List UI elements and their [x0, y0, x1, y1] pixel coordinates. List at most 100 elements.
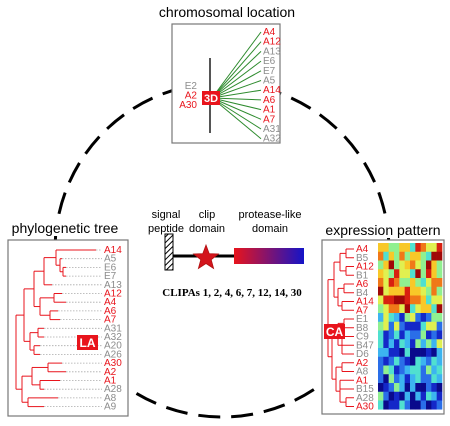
- heatmap-cell: [415, 383, 421, 393]
- heatmap-cell: [394, 383, 400, 393]
- heatmap-cell: [410, 348, 416, 358]
- clip-domain-star: [192, 243, 220, 270]
- heatmap-cell: [394, 269, 400, 279]
- expression-leaf-label: A7: [356, 305, 369, 316]
- heatmap-cell: [410, 330, 416, 340]
- heatmap-cell: [410, 374, 416, 384]
- protease-domain-label-line1: protease-like: [239, 209, 302, 221]
- heatmap-cell: [436, 260, 443, 270]
- heatmap-cell: [378, 278, 384, 288]
- phylogenetic-leaf-label: A26: [104, 349, 122, 360]
- heatmap-cell: [383, 321, 389, 331]
- heatmap-cell: [420, 391, 427, 401]
- heatmap-cell: [415, 365, 421, 375]
- heatmap-cell: [426, 400, 432, 410]
- heatmap-cell: [388, 295, 395, 305]
- heatmap-cell: [426, 260, 432, 270]
- expression-leaf-label: B4: [356, 288, 369, 299]
- heatmap-cell: [415, 313, 421, 323]
- heatmap-cell: [383, 356, 389, 366]
- heatmap-cell: [410, 304, 416, 314]
- heatmap-cell: [383, 286, 389, 296]
- phylogenetic-leaf-label: A13: [104, 280, 122, 291]
- heatmap-cell: [394, 356, 400, 366]
- heatmap-cell: [436, 269, 443, 279]
- heatmap-cell: [436, 251, 443, 261]
- heatmap-cell: [410, 313, 416, 323]
- expression-leaf-label: A8: [356, 367, 369, 378]
- heatmap-cell: [431, 383, 437, 393]
- expression-leaf-label: A4: [356, 244, 369, 255]
- chromosomal-location-title: chromosomal location: [159, 4, 295, 20]
- chromosome-right-label: A32: [263, 134, 281, 145]
- heatmap-cell: [399, 391, 405, 401]
- heatmap-cell: [415, 374, 421, 384]
- expression-leaf-labels: A4B5A12B1A6B4A14A7E1B8C9B47D6A2A8A1B15A2…: [356, 244, 374, 413]
- heatmap-cell: [426, 391, 432, 401]
- heatmap-cell: [415, 286, 421, 296]
- heatmap-cell: [388, 269, 395, 279]
- heatmap-cell: [388, 243, 395, 253]
- heatmap-cell: [426, 339, 432, 349]
- heatmap-cell: [420, 330, 427, 340]
- heatmap-cell: [415, 321, 421, 331]
- heatmap-cell: [436, 304, 443, 314]
- heatmap-cell: [415, 278, 421, 288]
- heatmap-cell: [394, 365, 400, 375]
- chromosome-connector-line: [211, 60, 262, 99]
- phylogenetic-badge-la: LA: [80, 336, 96, 350]
- heatmap-cell: [410, 365, 416, 375]
- heatmap-cell: [404, 278, 411, 288]
- phylogenetic-leaf-label: A7: [104, 315, 117, 326]
- heatmap-cell: [431, 313, 437, 323]
- heatmap-cell: [404, 251, 411, 261]
- heatmap-cell: [410, 260, 416, 270]
- heatmap-cell: [378, 330, 384, 340]
- chromosome-right-label: E7: [263, 66, 276, 77]
- chromosome-right-label: A4: [263, 27, 276, 38]
- heatmap-cell: [436, 356, 443, 366]
- heatmap-cell: [431, 348, 437, 358]
- heatmap-cell: [415, 391, 421, 401]
- heatmap-cell: [378, 374, 384, 384]
- heatmap-cell: [431, 365, 437, 375]
- heatmap-cell: [394, 260, 400, 270]
- chromosome-connector-lines: [211, 31, 262, 140]
- expression-leaf-label: B15: [356, 384, 374, 395]
- chromosome-right-label: A13: [263, 46, 281, 57]
- heatmap-cell: [399, 348, 405, 358]
- heatmap-cell: [394, 243, 400, 253]
- heatmap-cell: [415, 243, 421, 253]
- heatmap-cell: [378, 391, 384, 401]
- phylogenetic-tree-branches: [15, 249, 102, 408]
- heatmap-cell: [378, 304, 384, 314]
- heatmap-cell: [388, 339, 395, 349]
- heatmap-cell: [404, 243, 411, 253]
- expression-leaf-label: D6: [356, 349, 369, 360]
- heatmap-cell: [383, 243, 389, 253]
- phylogenetic-leaf-label: A12: [104, 289, 122, 300]
- heatmap-cell: [383, 278, 389, 288]
- expression-leaf-label: A14: [356, 297, 374, 308]
- expression-pattern-title: expression pattern: [325, 222, 440, 238]
- heatmap-cell: [399, 321, 405, 331]
- heatmap-cell: [410, 269, 416, 279]
- heatmap-cell: [378, 400, 384, 410]
- heatmap-cell: [415, 269, 421, 279]
- heatmap-cell: [426, 269, 432, 279]
- heatmap-cell: [420, 356, 427, 366]
- heatmap-cell: [394, 339, 400, 349]
- heatmap-cell: [410, 278, 416, 288]
- heatmap-cell: [399, 278, 405, 288]
- heatmap-cell: [436, 365, 443, 375]
- heatmap-cell: [388, 383, 395, 393]
- heatmap-cell: [426, 321, 432, 331]
- heatmap-cell: [436, 321, 443, 331]
- heatmap-cell: [378, 356, 384, 366]
- heatmap-cell: [378, 321, 384, 331]
- heatmap-cell: [420, 251, 427, 261]
- heatmap-cell: [383, 391, 389, 401]
